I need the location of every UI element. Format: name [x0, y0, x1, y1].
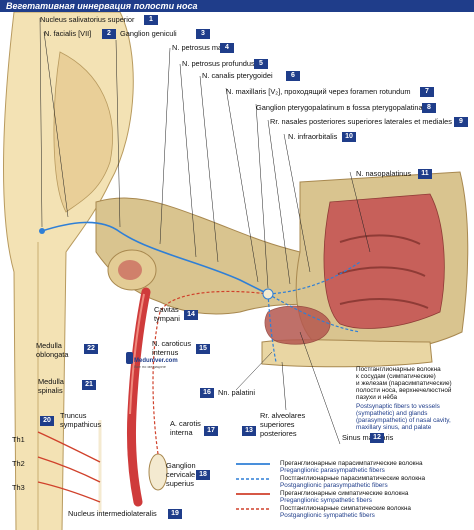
legend-en-0: Preganglionic parasympathetic fibers: [280, 467, 385, 474]
label-postganglionic-ru-1: Постганглионарные волокна: [356, 366, 441, 373]
label-th3: Th3: [12, 483, 25, 492]
legend-en-3: Postganglionic sympathetic fibers: [280, 512, 375, 519]
pterygopalatine-ganglion-shape: [262, 288, 274, 300]
label-n-petrosus-major: N. petrosus major: [172, 43, 231, 52]
label-postganglionic-en-3: (parasympathetic) of nasal cavity,: [356, 417, 451, 424]
figure-title: Вегетативная иннервация полости носа: [0, 0, 474, 12]
label-cavitas-1: Cavitas: [154, 305, 179, 314]
maxillary-sinus-shape: [264, 305, 331, 345]
label-ganglion-cervicale-1: Ganglion: [166, 461, 196, 470]
nasal-concha-1: [339, 234, 421, 245]
label-n-facialis: N. facialis [VII]: [44, 29, 92, 38]
tympanic-inner: [118, 260, 142, 280]
label-ganglion-geniculi: Ganglion geniculi: [120, 29, 177, 38]
label-rr-nasales: Rr. nasales posteriores superiores later…: [270, 117, 452, 126]
label-nucleus-intermediolateralis: Nucleus intermediolateralis: [68, 509, 157, 518]
number-badge-9: 9: [454, 117, 468, 127]
label-rr-alveolares-2: superiores: [260, 420, 295, 429]
label-n-canalis-pterygoidei: N. canalis pterygoidei: [202, 71, 273, 80]
label-n-caroticus-2: internus: [152, 348, 179, 357]
number-badge-14: 14: [184, 310, 198, 320]
label-nn-palatini: Nn. palatini: [218, 388, 255, 397]
number-badge-8: 8: [422, 103, 436, 113]
label-rr-alveolares-3: posteriores: [260, 429, 297, 438]
legend-ru-3: Постганглионарные симпатические волокна: [280, 505, 411, 512]
leader-lines: [39, 17, 371, 445]
label-cavitas-2: tympani: [154, 314, 180, 323]
label-truncus-1: Truncus: [60, 411, 87, 420]
watermark-name: Meduniver.com: [134, 358, 178, 364]
label-ganglion-cervicale-3: superius: [166, 479, 194, 488]
label-medulla-oblongata-1: Medulla: [36, 341, 62, 350]
number-badge-18: 18: [196, 470, 210, 480]
label-postganglionic-ru-4: полости носа, верхнечелюстной: [356, 387, 452, 394]
label-th2: Th2: [12, 459, 25, 468]
number-badge-16: 16: [200, 388, 214, 398]
label-n-infraorbitalis: N. infraorbitalis: [288, 132, 338, 141]
meduniver-logo-icon: [126, 352, 133, 364]
nasal-concha-2: [337, 266, 426, 277]
number-badge-7: 7: [420, 87, 434, 97]
number-badge-19: 19: [168, 509, 182, 519]
label-postganglionic-en-1: Postsynaptic fibers to vessels: [356, 403, 440, 410]
number-badge-12: 12: [370, 433, 384, 443]
nasal-concha-3: [339, 298, 429, 309]
number-badge-10: 10: [342, 132, 356, 142]
number-badge-15: 15: [196, 344, 210, 354]
label-rr-alveolares-1: Rr. alveolares: [260, 411, 306, 420]
label-n-petrosus-profundus: N. petrosus profundus: [182, 59, 255, 68]
number-badge-17: 17: [204, 426, 218, 436]
label-truncus-2: sympathicus: [60, 420, 102, 429]
cerebellum-shape: [53, 51, 113, 213]
number-badge-22: 22: [84, 344, 98, 354]
label-th1: Th1: [12, 435, 25, 444]
label-ganglion-pterygopalatinum: Ganglion pterygopalatinum в fossa pteryg…: [256, 103, 423, 112]
parasympathetic-post-path: [267, 261, 361, 363]
number-badge-2: 2: [102, 29, 116, 39]
legend-en-2: Preganglionic sympathetic fibers: [280, 497, 372, 504]
number-badge-13: 13: [242, 426, 256, 436]
cervical-ganglion-shape: [148, 453, 168, 491]
watermark: Meduniver.com Все по медицине: [134, 358, 178, 369]
label-ganglion-cervicale-2: cervicale: [166, 470, 196, 479]
number-badge-11: 11: [418, 169, 432, 179]
label-sinus-maxillaris: Sinus maxillaris: [342, 433, 394, 442]
label-postganglionic-en-2: (sympathetic) and glands: [356, 410, 428, 417]
sympathetic-pre-path: [37, 431, 101, 503]
label-medulla-oblongata-2: oblongata: [36, 350, 69, 359]
parasympathetic-pre-path: [41, 221, 269, 295]
number-badge-3: 3: [196, 29, 210, 39]
number-badge-1: 1: [144, 15, 158, 25]
label-postganglionic-ru-3: и железам (парасимпатические): [356, 380, 452, 387]
label-postganglionic-en-4: maxillary sinus, and palate: [356, 424, 432, 431]
carotid-artery-path: [126, 287, 151, 507]
sympathetic-post-path: [152, 290, 269, 455]
label-postganglionic-ru-5: пазухи и нёба: [356, 394, 398, 401]
legend-swatches: [236, 463, 270, 510]
label-n-nasopalatinus: N. nasopalatinus: [356, 169, 412, 178]
anatomy-illustration: [3, 12, 469, 530]
number-badge-20: 20: [40, 416, 54, 426]
legend-ru-0: Преганглионарные парасимпатические волок…: [280, 460, 423, 467]
label-medulla-spinalis-2: spinalis: [38, 386, 63, 395]
label-n-maxillaris: N. maxillaris [V₂], проходящий через for…: [226, 87, 411, 96]
label-a-carotis-2: interna: [170, 428, 193, 437]
number-badge-4: 4: [220, 43, 234, 53]
watermark-tagline: Все по медицине: [134, 364, 166, 369]
number-badge-6: 6: [286, 71, 300, 81]
number-badge-5: 5: [254, 59, 268, 69]
nasal-mucosa-shape: [323, 193, 445, 329]
label-postganglionic-ru-2: к сосудам (симпатические): [356, 373, 436, 380]
salivatory-nucleus-dot: [39, 228, 45, 234]
legend-ru-1: Постганглионарные парасимпатические воло…: [280, 475, 426, 482]
label-medulla-spinalis-1: Medulla: [38, 377, 64, 386]
legend-ru-2: Преганглионарные симпатические волокна: [280, 490, 409, 497]
number-badge-21: 21: [82, 380, 96, 390]
legend-en-1: Postganglionic parasympathetic fibers: [280, 482, 388, 489]
label-nucleus-salivatorius: Nucleus salivatorius superior: [40, 15, 135, 24]
label-a-carotis-1: A. carotis: [170, 419, 201, 428]
label-n-caroticus-1: N. caroticus: [152, 339, 192, 348]
carotid-artery-highlight: [129, 293, 145, 415]
